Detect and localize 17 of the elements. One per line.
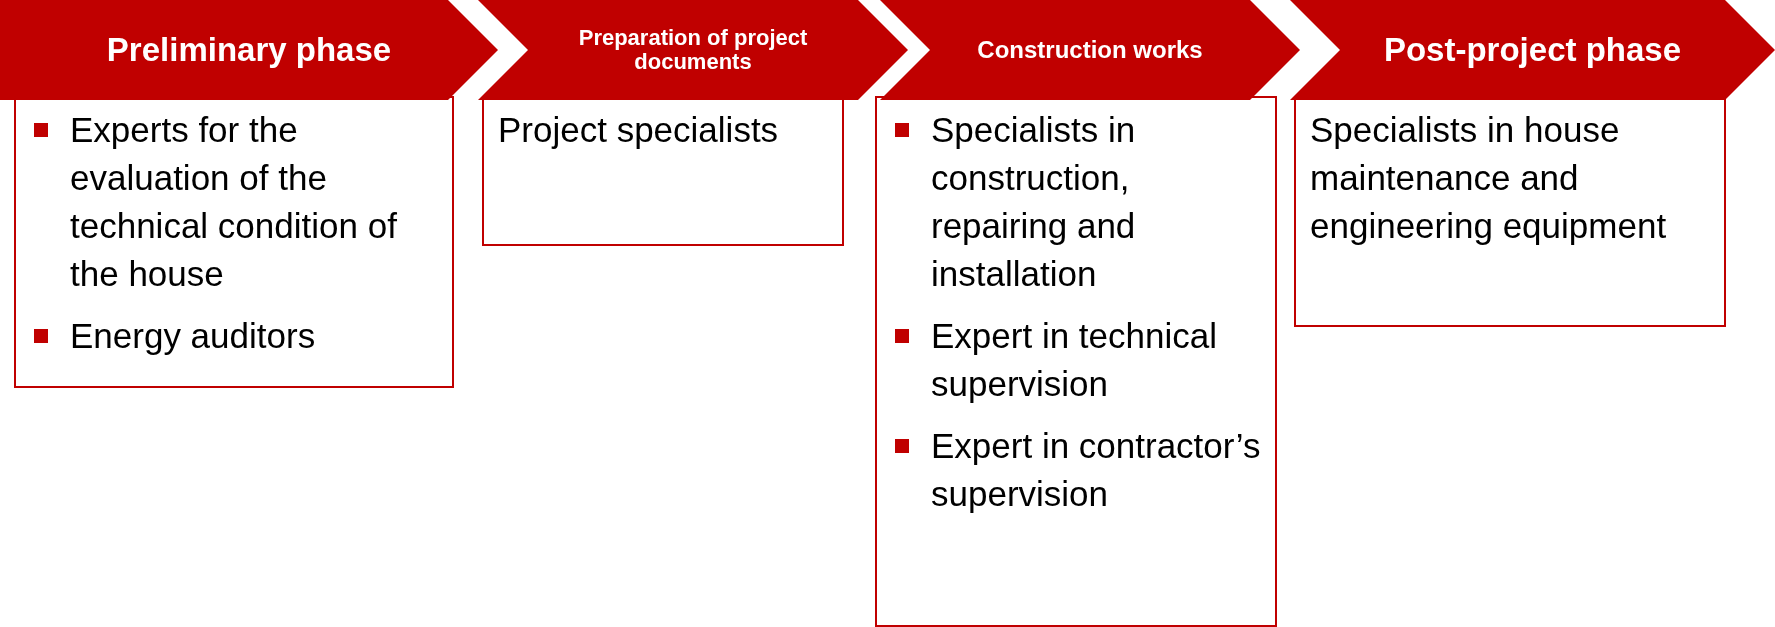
bullet-text: Expert in technical supervision xyxy=(931,315,1218,405)
bullet-text: Energy auditors xyxy=(70,315,316,357)
bullet-text: Expert in contractor’s supervision xyxy=(931,425,1261,515)
body-text: Project specialists xyxy=(498,109,780,151)
phase-title: Construction works xyxy=(977,36,1203,64)
bullet-text: Specialists in construction, repairing and installation xyxy=(931,109,1137,295)
phase-title: Post-project phase xyxy=(1383,31,1682,69)
chevron-shape xyxy=(0,0,498,100)
body-text: Specialists in house maintenance and engineering equipment xyxy=(1310,109,1668,247)
chevron-shape xyxy=(880,0,1300,100)
phase-title: Preparation of project documents xyxy=(577,25,809,75)
phase-title: Preliminary phase xyxy=(106,31,392,69)
bullet-text: Experts for the evaluation of the technical condition of the house xyxy=(70,109,398,295)
text-box xyxy=(875,96,1277,627)
chevron-shape xyxy=(1290,0,1775,100)
chevron-shape xyxy=(478,0,908,100)
text-box xyxy=(14,96,454,388)
